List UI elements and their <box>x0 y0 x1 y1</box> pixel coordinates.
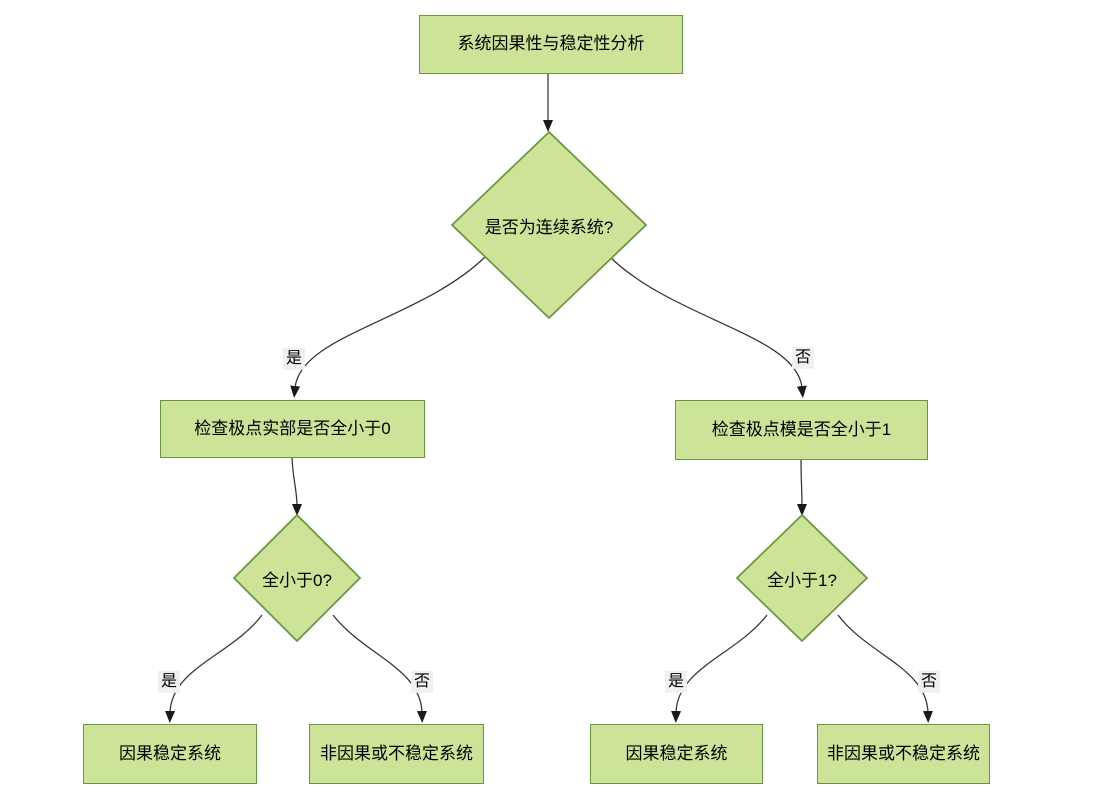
node-check-real-parts-label: 检查极点实部是否全小于0 <box>194 418 391 438</box>
edge-checkreal-to-lt0 <box>291 457 302 516</box>
node-check-real-parts: 检查极点实部是否全小于0 <box>160 400 425 458</box>
edge-lt1-no <box>837 614 933 723</box>
decision-lt1-shape <box>735 513 869 643</box>
node-stable-dt-label: 因果稳定系统 <box>625 743 728 763</box>
decision-lt0-shape <box>232 513 362 643</box>
edge-continuous-yes <box>290 256 486 398</box>
edge-label-lt1-yes: 是 <box>664 670 688 694</box>
edge-lt0-no <box>332 614 427 723</box>
decision-continuous-shape <box>450 130 648 320</box>
node-stable-dt: 因果稳定系统 <box>590 724 763 784</box>
edge-label-lt1-no: 否 <box>917 670 941 694</box>
edge-label-continuous-no: 否 <box>791 346 815 370</box>
node-unstable-ct: 非因果或不稳定系统 <box>309 724 484 784</box>
node-check-magnitudes-label: 检查极点模是否全小于1 <box>711 419 892 439</box>
node-root-label: 系统因果性与稳定性分析 <box>457 34 645 54</box>
edge-lt0-yes <box>165 614 263 723</box>
edge-checkmag-to-lt1 <box>796 459 807 516</box>
node-unstable-dt: 非因果或不稳定系统 <box>817 724 990 784</box>
edge-lt1-yes <box>671 614 768 723</box>
node-stable-ct-label: 因果稳定系统 <box>119 743 221 763</box>
node-unstable-ct-label: 非因果或不稳定系统 <box>320 743 473 763</box>
edge-label-continuous-yes: 是 <box>282 347 306 371</box>
edge-label-lt0-no: 否 <box>410 670 434 694</box>
node-check-magnitudes: 检查极点模是否全小于1 <box>675 400 928 460</box>
edge-continuous-no <box>609 256 807 398</box>
node-stable-ct: 因果稳定系统 <box>83 724 257 784</box>
node-unstable-dt-label: 非因果或不稳定系统 <box>827 743 980 763</box>
edge-label-lt0-yes: 是 <box>157 670 181 694</box>
node-root: 系统因果性与稳定性分析 <box>419 15 683 74</box>
